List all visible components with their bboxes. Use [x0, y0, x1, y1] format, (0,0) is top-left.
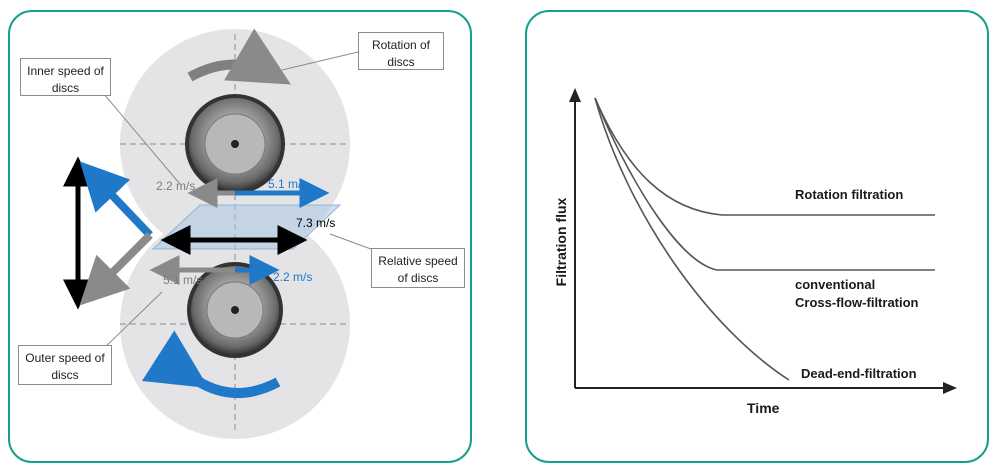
callout-relative-speed: Relative speed of discs [371, 248, 465, 288]
callout-inner-speed: Inner speed of discs [20, 58, 111, 96]
label-bottom-inner-speed: 2.2 m/s [273, 270, 313, 284]
top-rotation-arrow [187, 28, 291, 85]
y-axis-arrowhead [569, 88, 581, 102]
crossflow-filtration-curve [594, 97, 935, 271]
label-top-outer-speed: 5.1 m/s [268, 177, 308, 191]
rotation-filtration-label: Rotation filtration [795, 187, 904, 202]
lower-hub [187, 262, 283, 358]
label-bottom-outer-speed: 5.1 m/s [163, 273, 203, 287]
deadend-filtration-curve [594, 97, 790, 381]
upper-hub [185, 94, 285, 194]
filtration-chart [569, 88, 957, 394]
conventional-label: conventional [795, 277, 876, 292]
callout-outer-speed: Outer speed of discs [18, 345, 112, 385]
label-top-inner-speed: 2.2 m/s [156, 179, 196, 193]
y-axis-label: Filtration flux [553, 197, 569, 287]
deadend-filtration-label: Dead-end-filtration [801, 366, 917, 381]
bottom-rotation-arrow [141, 330, 281, 398]
rotation-filtration-curve [594, 97, 935, 216]
disc-diagram [63, 28, 391, 439]
vector-blue-arrow [79, 161, 153, 238]
crossflow-filtration-label: Cross-flow-filtration [795, 295, 919, 310]
filtration-chart-panel: Rotation filtration conventional Cross-f… [525, 10, 989, 463]
callout-rotation: Rotation of discs [358, 32, 444, 70]
x-axis-label: Time [747, 400, 780, 416]
label-relative-speed: 7.3 m/s [296, 216, 336, 230]
vector-gray-arrow [79, 232, 153, 306]
disc-diagram-panel: Inner speed of discs Rotation of discs R… [8, 10, 472, 463]
x-axis-arrowhead [943, 382, 957, 394]
